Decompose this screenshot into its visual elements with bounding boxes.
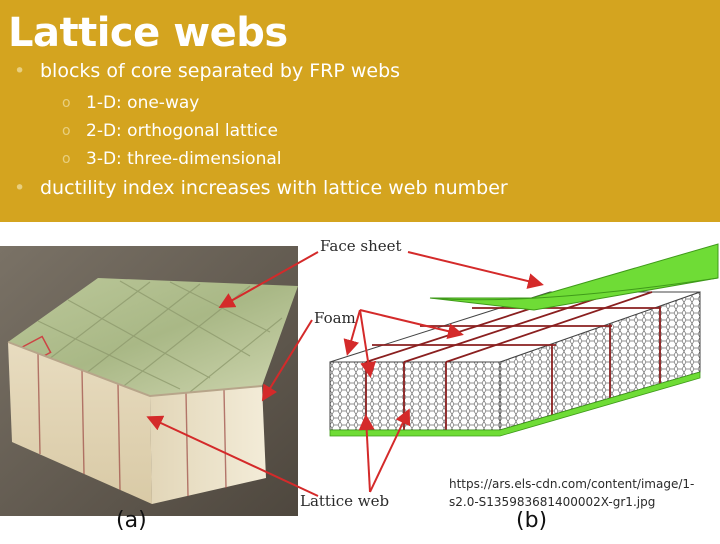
lattice-web-label: Lattice web <box>300 492 390 510</box>
panel-b-label: (b) <box>516 508 548 533</box>
slide-title: Lattice webs <box>8 10 288 56</box>
header-band: Lattice webs • blocks of core separated … <box>0 0 720 222</box>
bullet-text: ductility index increases with lattice w… <box>40 177 508 199</box>
photo-arrows <box>146 251 319 497</box>
sub-bullet-text: 1-D: one-way <box>86 93 200 113</box>
sub-bullet-text: 2-D: orthogonal lattice <box>86 121 278 141</box>
face-sheet-label: Face sheet <box>320 237 402 255</box>
sandwich-panel-diagram <box>329 243 719 493</box>
bullet-dot-icon: • <box>14 177 26 199</box>
lattice-panel-photo-image <box>0 246 298 516</box>
sub-bullet-text: 3-D: three-dimensional <box>86 149 282 169</box>
foam-label: Foam <box>314 309 356 327</box>
bullet-dot-icon: • <box>14 60 26 82</box>
sub-bullet-circle-icon: o <box>62 95 71 111</box>
bullet-text: blocks of core separated by FRP webs <box>40 60 401 82</box>
panel-photo <box>0 246 298 516</box>
figure: Face sheet Foam Lattice web (a) (b) <box>0 222 720 540</box>
image-source-credit: https://ars.els-cdn.com/content/image/1-… <box>449 475 717 511</box>
panel-schematic: Face sheet Foam Lattice web <box>300 222 720 540</box>
sub-bullet-circle-icon: o <box>62 151 71 167</box>
panel-a-label: (a) <box>116 508 147 533</box>
sub-bullet-circle-icon: o <box>62 123 71 139</box>
